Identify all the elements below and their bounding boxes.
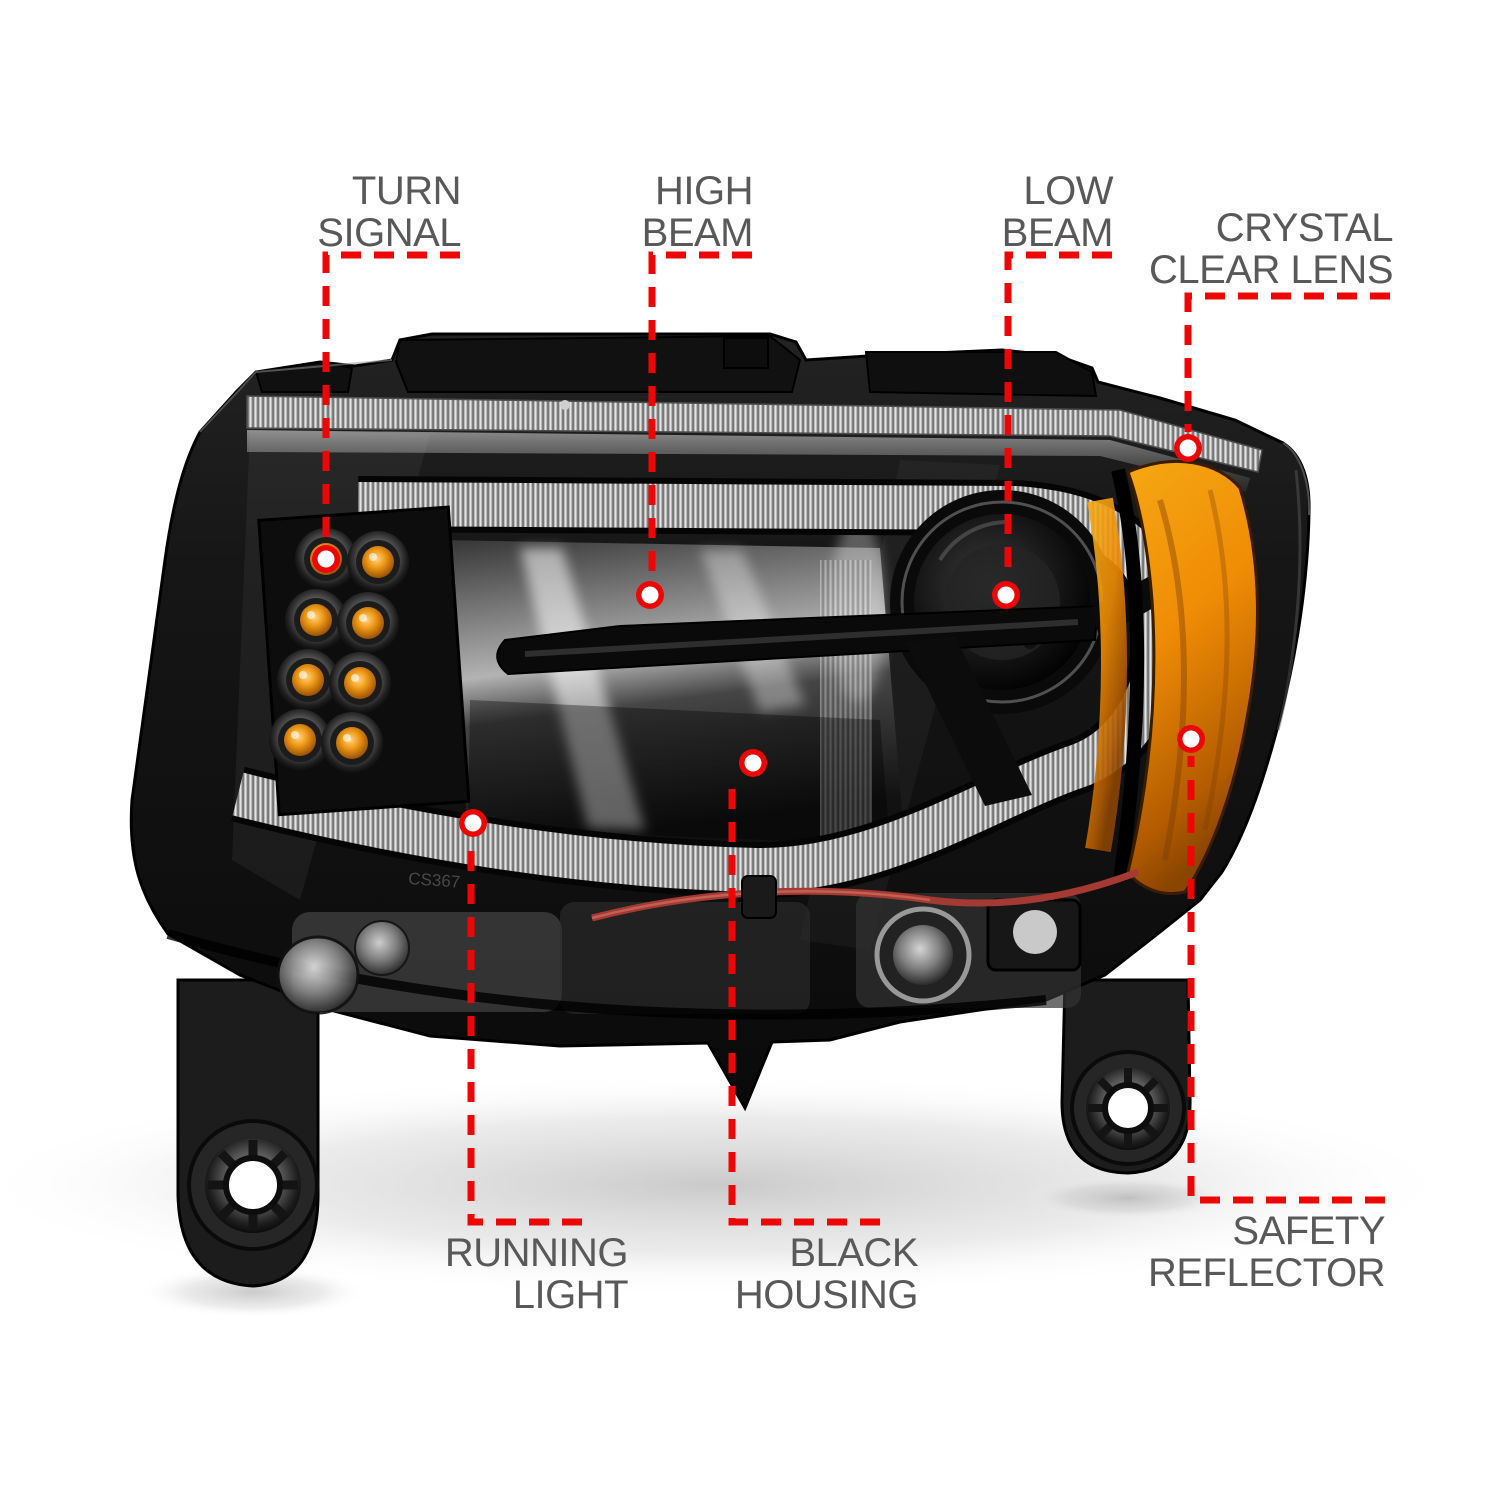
callout-marker-running-light	[459, 809, 487, 837]
mounting-bracket-left	[176, 978, 320, 1288]
high-beam-reflector	[440, 518, 905, 845]
callout-marker-safety-reflector	[1177, 725, 1205, 753]
amber-side-reflector	[1085, 459, 1259, 896]
callout-markers	[312, 434, 1205, 837]
callout-line-running-light	[467, 840, 582, 1226]
bulb-socket	[1013, 910, 1057, 954]
turn-signal-leds	[257, 505, 471, 817]
lens-edge-highlights	[1276, 442, 1311, 731]
lower-housing-details: CS367	[166, 868, 1140, 1020]
bolt-hole	[1102, 1082, 1154, 1134]
callout-line-black-housing	[728, 780, 880, 1226]
callout-label-low-beam: LOW BEAM	[1001, 169, 1114, 255]
callout-line-low-beam	[1004, 251, 1112, 578]
mounting-bracket-right	[1060, 978, 1192, 1175]
callout-line-high-beam	[648, 251, 752, 578]
callout-line-turn-signal	[322, 251, 460, 543]
bulb-socket	[354, 920, 410, 976]
callout-label-black-housing: BLACK HOUSING	[734, 1231, 919, 1317]
wire-clip	[741, 875, 777, 919]
callout-marker-low-beam	[992, 581, 1020, 609]
bulb-socket	[276, 935, 360, 1015]
callout-marker-crystal-clear-lens	[1174, 434, 1202, 462]
callout-line-crystal-clear-lens	[1184, 292, 1390, 432]
callout-marker-black-housing	[739, 749, 767, 777]
bolt-hole	[223, 1155, 283, 1215]
molded-code-text: CS367	[408, 869, 461, 892]
callout-label-crystal-clear-lens: CRYSTAL CLEAR LENS	[1149, 206, 1393, 292]
callout-marker-high-beam	[636, 581, 664, 609]
callout-marker-turn-signal	[312, 545, 340, 573]
callout-label-safety-reflector: SAFETY REFLECTOR	[1147, 1209, 1386, 1295]
callout-label-high-beam: HIGH BEAM	[641, 169, 754, 255]
callout-label-turn-signal: TURN SIGNAL	[317, 169, 461, 255]
housing-top-tabs	[254, 334, 1098, 398]
callout-label-running-light: RUNNING LIGHT	[444, 1231, 629, 1317]
amber-led-array	[269, 528, 409, 774]
